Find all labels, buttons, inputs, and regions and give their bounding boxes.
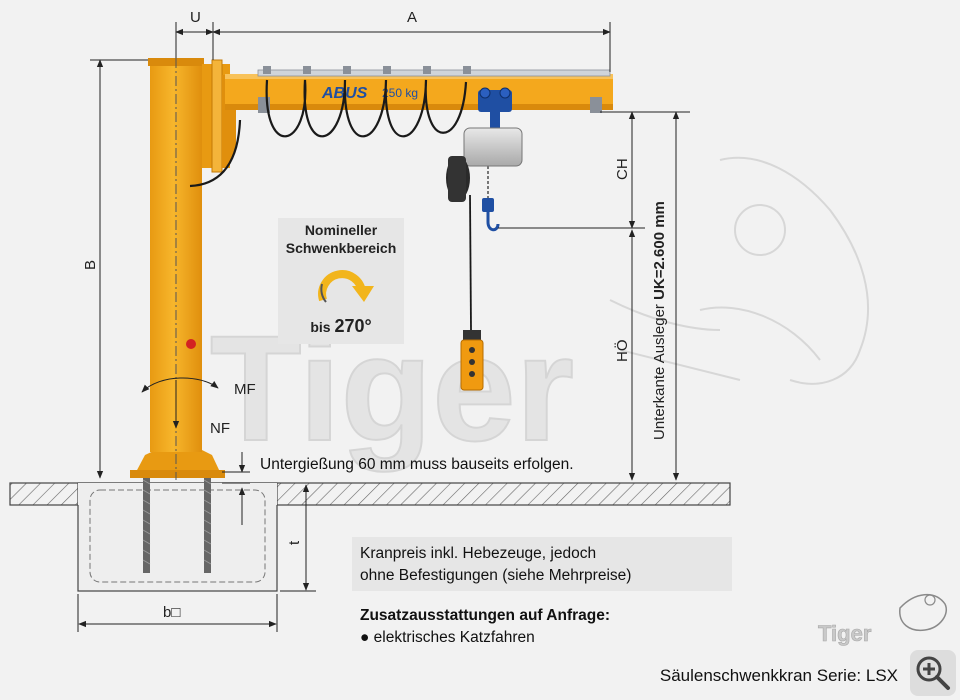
hoist-trolley [478, 87, 512, 128]
dim-label-u: U [190, 9, 201, 26]
anchor-bolts [142, 473, 212, 573]
dimension-lines [77, 22, 690, 632]
tiger-watermark-sketch [609, 156, 869, 385]
grout-note: Untergießung 60 mm muss bauseits erfolge… [260, 456, 574, 473]
foundation-inner-outline [89, 489, 266, 583]
dim-label-ho: HÖ [613, 340, 631, 363]
rotation-arrow-icon [318, 270, 374, 303]
extras-item: ● elektrisches Katzfahren [360, 629, 535, 646]
price-note-line1: Kranpreis inkl. Hebezeuge, jedoch [360, 545, 597, 562]
swing-title-2: Schwenkbereich [286, 240, 397, 256]
tiger-logo-icon [899, 594, 947, 632]
hoist-body [446, 127, 523, 202]
dim-label-b-square: b□ [163, 604, 180, 621]
dim-label-t: t [286, 540, 303, 545]
series-label: Säulenschwenkkran Serie: LSX [659, 666, 898, 685]
dim-label-ch: CH [614, 158, 631, 180]
dim-label-a: A [407, 9, 417, 26]
hook [482, 198, 500, 232]
zoom-button[interactable] [910, 650, 956, 696]
red-marker [186, 339, 196, 349]
swing-title-1: Nomineller [305, 222, 378, 238]
price-note-box [352, 537, 732, 591]
moment-label-mf: MF [234, 381, 256, 398]
mf-rotation-arrow [141, 377, 219, 393]
capacity-label: 250 kg [382, 86, 418, 100]
extras-title: Zusatzausstattungen auf Anfrage: [360, 607, 611, 624]
force-label-nf: NF [210, 420, 230, 437]
tiger-logo-text: Tiger [818, 621, 872, 646]
pendant-control [460, 330, 484, 391]
uk-label: Unterkante Ausleger UK=2.600 mm [651, 201, 668, 440]
festoon-cable [265, 79, 468, 138]
pillar-base [136, 448, 220, 472]
swing-range-box [278, 218, 404, 344]
swing-range: bis 270° [310, 316, 371, 336]
dim-label-b: B [82, 260, 99, 270]
festoon-trolleys [263, 66, 471, 74]
zoom-in-icon [916, 656, 950, 690]
price-note-line2: ohne Befestigungen (siehe Mehrpreise) [360, 567, 632, 584]
